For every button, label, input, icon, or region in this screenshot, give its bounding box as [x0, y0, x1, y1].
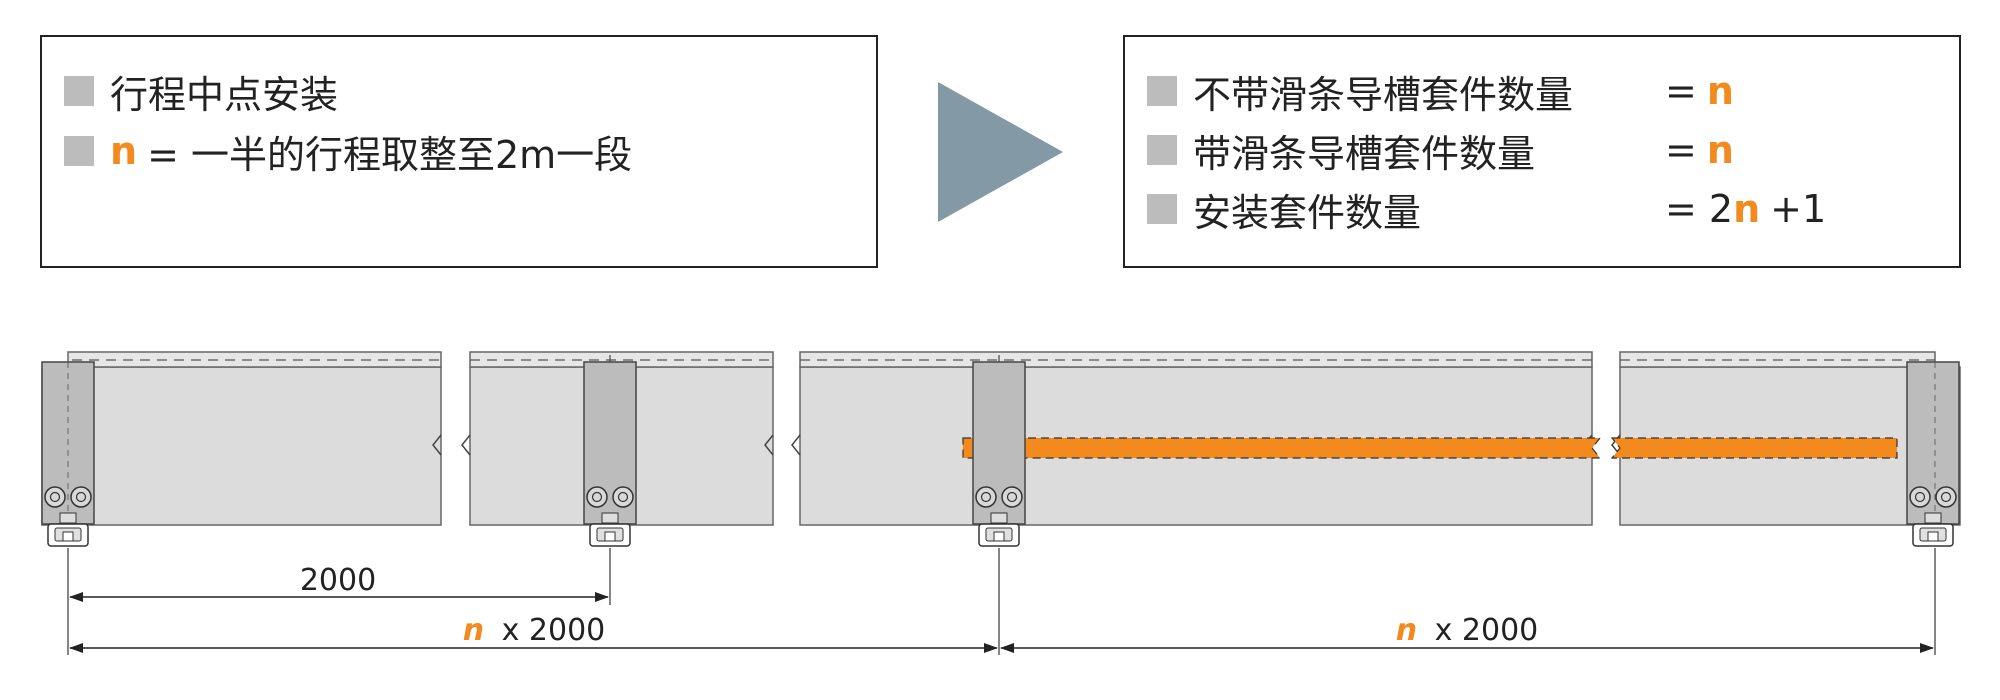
square-bullet-icon [1147, 135, 1177, 165]
equals-two: = 2 [1665, 187, 1734, 231]
extension-lines [67, 548, 1936, 655]
square-bullet-icon [64, 76, 94, 106]
mounting-bracket-2 [583, 355, 637, 547]
plus-one: +1 [1770, 187, 1827, 231]
result-label-3: 安装套件数量 [1193, 190, 1422, 235]
square-bullet-icon [64, 136, 94, 166]
process-arrow-icon [938, 82, 1063, 222]
n-symbol: n [1733, 187, 1761, 231]
n-symbol: n [110, 129, 138, 173]
equals-sign: = [1665, 128, 1697, 172]
condition-box: 行程中点安装 n = 一半的行程取整至2m一段 [40, 35, 878, 268]
condition-text-1: 行程中点安装 [110, 72, 339, 117]
result-item-1: 不带滑条导槽套件数量 [1147, 69, 1573, 117]
mounting-bracket-1 [41, 361, 95, 547]
condition-text-2: = 一半的行程取整至2m一段 [147, 132, 633, 177]
mounting-bracket-4 [1906, 361, 1960, 547]
condition-item-2: n = 一半的行程取整至2m一段 [64, 129, 632, 177]
result-label-1: 不带滑条导槽套件数量 [1193, 72, 1574, 117]
n-symbol: n [463, 613, 484, 648]
dimension-label-2000: 2000 [300, 563, 376, 598]
n-symbol: n [1396, 613, 1417, 648]
dimension-multiplier-left: x 2000 [502, 613, 606, 648]
result-item-3: 安装套件数量 [1147, 187, 1421, 235]
result-item-2: 带滑条导槽套件数量 [1147, 128, 1535, 176]
result-value-1: = n [1665, 69, 1734, 113]
result-value-3: = 2 n +1 [1665, 187, 1826, 231]
dimension-multiplier-right: x 2000 [1435, 613, 1539, 648]
result-label-2: 带滑条导槽套件数量 [1193, 131, 1536, 176]
dimension-label-left: n x 2000 [463, 613, 606, 648]
dimension-label-right: n x 2000 [1396, 613, 1539, 648]
n-symbol: n [1706, 128, 1734, 172]
square-bullet-icon [1147, 194, 1177, 224]
square-bullet-icon [1147, 76, 1177, 106]
equals-sign: = [1665, 69, 1697, 113]
result-box: 不带滑条导槽套件数量 = n 带滑条导槽套件数量 = n 安装套件数量 = 2 … [1123, 35, 1961, 268]
result-value-2: = n [1665, 128, 1734, 172]
rail-segment-1 [41, 351, 442, 526]
n-symbol: n [1706, 69, 1734, 113]
slide-strip [962, 437, 1898, 459]
mounting-bracket-3 [972, 355, 1026, 547]
condition-item-1: 行程中点安装 [64, 69, 338, 117]
